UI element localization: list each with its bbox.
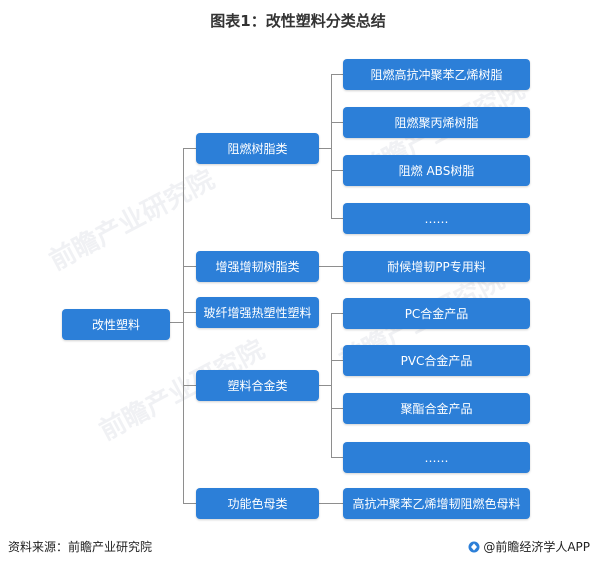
connector-line xyxy=(331,74,343,75)
connector-line xyxy=(183,503,196,504)
connector-line xyxy=(331,122,343,123)
root-node: 改性塑料 xyxy=(62,309,170,340)
connector-line xyxy=(183,385,196,386)
watermark: 前瞻产业研究院 xyxy=(44,164,220,277)
connector-line xyxy=(319,503,343,504)
connector-line xyxy=(331,408,343,409)
connector-line xyxy=(319,148,331,149)
brand-credit: @前瞻经济学人APP xyxy=(468,538,590,556)
leaf-node: 阻燃高抗冲聚苯乙烯树脂 xyxy=(343,59,530,90)
leaf-node: 阻燃聚丙烯树脂 xyxy=(343,107,530,138)
leaf-node: 聚酯合金产品 xyxy=(343,393,530,424)
connector-line xyxy=(331,218,343,219)
connector-line xyxy=(319,266,343,267)
source-note: 资料来源：前瞻产业研究院 xyxy=(8,540,153,554)
connector-line xyxy=(331,170,343,171)
category-node: 功能色母类 xyxy=(196,488,319,519)
connector-line xyxy=(331,313,332,457)
brand-logo-icon xyxy=(468,541,480,553)
leaf-node: PC合金产品 xyxy=(343,298,530,329)
connector-line xyxy=(319,385,331,386)
connector-line xyxy=(183,148,184,503)
category-node: 阻燃树脂类 xyxy=(196,133,319,164)
leaf-node: 高抗冲聚苯乙烯增韧阻燃色母料 xyxy=(343,488,530,519)
category-node: 玻纤增强热塑性塑料 xyxy=(196,297,319,328)
leaf-node: PVC合金产品 xyxy=(343,345,530,376)
leaf-node: 阻燃 ABS树脂 xyxy=(343,155,530,186)
brand-text: @前瞻经济学人APP xyxy=(483,540,590,554)
leaf-node: …… xyxy=(343,442,530,473)
connector-line xyxy=(183,266,196,267)
connector-line xyxy=(331,360,343,361)
connector-line xyxy=(331,313,343,314)
connector-line xyxy=(331,457,343,458)
leaf-node: …… xyxy=(343,203,530,234)
connector-line xyxy=(183,148,196,149)
connector-line xyxy=(331,74,332,218)
category-node: 塑料合金类 xyxy=(196,370,319,401)
connector-line xyxy=(170,322,184,323)
connector-line xyxy=(183,312,196,313)
category-node: 增强增韧树脂类 xyxy=(196,251,319,282)
chart-title: 图表1：改性塑料分类总结 xyxy=(210,12,386,30)
leaf-node: 耐候增韧PP专用料 xyxy=(343,251,530,282)
